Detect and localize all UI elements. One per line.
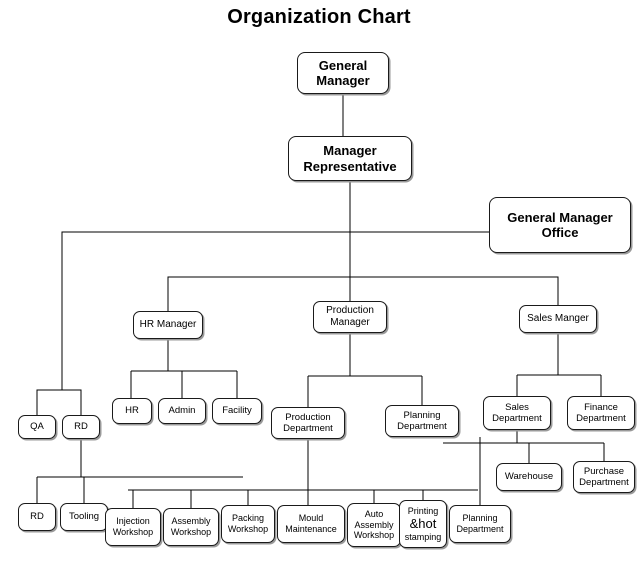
org-node-sales-manger[interactable]: Sales Manger xyxy=(519,305,597,333)
org-node-label: Assembly xyxy=(171,516,211,527)
org-node-admin[interactable]: Admin xyxy=(158,398,206,424)
org-node-label: Department xyxy=(492,413,542,424)
org-node-label: Finance xyxy=(584,401,618,413)
org-node-label: Planning xyxy=(403,409,441,421)
org-node-label: Maintenance xyxy=(285,524,337,534)
org-node-label: Department xyxy=(283,423,333,434)
page-title: Organization Chart xyxy=(227,6,411,28)
org-node-label: Production xyxy=(326,305,374,317)
org-node-rd-top[interactable]: RD xyxy=(62,415,100,439)
org-node-label: Assembly xyxy=(354,519,394,530)
org-node-label: Injection xyxy=(116,516,150,527)
org-node-hr[interactable]: HR xyxy=(112,398,152,424)
org-node-label: Packing xyxy=(231,513,265,524)
org-node-label: Manager xyxy=(323,143,377,159)
org-node-label: RD xyxy=(74,421,88,433)
org-node-label: Workshop xyxy=(112,527,154,537)
org-node-label: Warehouse xyxy=(504,471,554,483)
org-node-label: General xyxy=(318,57,368,73)
connector-segment-3 xyxy=(61,231,350,390)
org-node-label: Department xyxy=(579,477,629,488)
org-node-label: Manager xyxy=(316,73,370,88)
org-node-facility[interactable]: Facility xyxy=(212,398,262,424)
org-node-warehouse[interactable]: Warehouse xyxy=(496,463,562,491)
org-node-label: Tooling xyxy=(68,511,100,523)
org-node-label: Workshop xyxy=(227,524,269,534)
org-node-label: &hot xyxy=(409,516,437,532)
connector-segment-4 xyxy=(36,389,62,415)
org-node-label: Production xyxy=(285,411,331,423)
org-node-qa[interactable]: QA xyxy=(18,415,56,439)
org-node-label: stamping xyxy=(404,531,442,542)
org-node-label: General Manager xyxy=(507,209,613,225)
org-node-label: HR Manager xyxy=(139,319,197,331)
org-node-rd-sub[interactable]: RD xyxy=(18,503,56,531)
org-node-label: Workshop xyxy=(353,530,395,541)
org-node-label: Representative xyxy=(303,158,397,174)
org-node-label: RD xyxy=(30,511,44,523)
org-node-label: Workshop xyxy=(170,527,212,537)
org-node-tooling[interactable]: Tooling xyxy=(60,503,108,531)
org-node-label: QA xyxy=(30,421,44,433)
org-node-label: HR xyxy=(125,405,139,417)
org-node-label: Sales Manger xyxy=(527,313,589,325)
org-node-label: Facility xyxy=(222,405,252,417)
org-node-label: Printing xyxy=(407,505,439,516)
org-node-label: Planning xyxy=(462,513,498,524)
org-node-label: Office xyxy=(541,225,579,240)
org-node-label: Department xyxy=(397,421,447,432)
org-node-hr-manager[interactable]: HR Manager xyxy=(133,311,203,339)
connector-segment-11 xyxy=(350,276,559,305)
org-node-label: Sales xyxy=(505,401,529,413)
org-node-label: Purchase xyxy=(583,465,625,477)
connector-segment-5 xyxy=(62,389,82,415)
org-node-label: Manager xyxy=(330,317,370,328)
connector-segment-10 xyxy=(167,276,350,311)
org-node-label: Auto xyxy=(364,509,384,520)
org-node-label: Mould xyxy=(298,513,324,524)
org-node-label: Admin xyxy=(168,405,196,417)
org-node-label: Department xyxy=(456,524,504,534)
org-node-label: Department xyxy=(576,413,626,424)
